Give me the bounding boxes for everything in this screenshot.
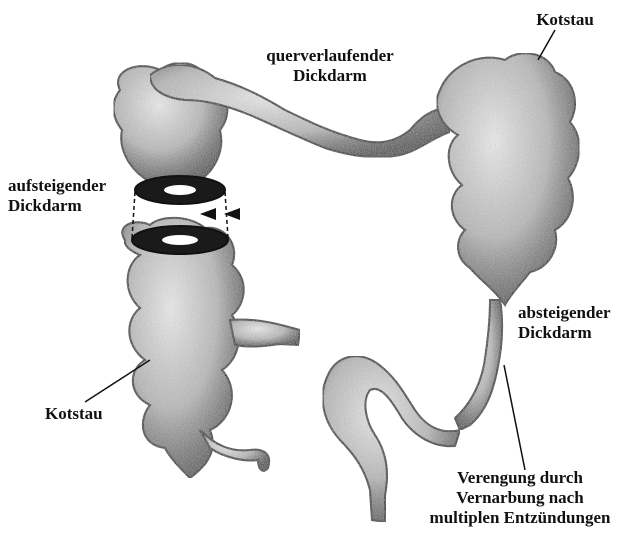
cross-section-lower xyxy=(132,226,228,254)
label-aufsteigender-line2: Dickdarm xyxy=(8,196,133,216)
label-verengung: Verengung durch Vernarbung nach multiple… xyxy=(420,468,620,528)
arrowhead-markers xyxy=(200,208,240,220)
label-absteigender-line1: absteigender xyxy=(518,303,623,323)
label-absteigender-dickdarm: absteigender Dickdarm xyxy=(518,303,623,343)
label-verengung-line1: Verengung durch xyxy=(420,468,620,488)
label-querverlaufender-line2: Dickdarm xyxy=(250,66,410,86)
label-verengung-line3: multiplen Entzündungen xyxy=(420,508,620,528)
descending-colon xyxy=(437,53,579,430)
label-verengung-line2: Vernarbung nach xyxy=(420,488,620,508)
label-aufsteigender-dickdarm: aufsteigender Dickdarm xyxy=(8,176,133,216)
label-querverlaufender-line1: querverlaufender xyxy=(250,46,410,66)
label-kotstau-left: Kotstau xyxy=(45,404,125,424)
label-kotstau-top: Kotstau xyxy=(520,10,610,30)
label-aufsteigender-line1: aufsteigender xyxy=(8,176,133,196)
cross-section-upper xyxy=(135,176,225,204)
label-absteigender-line2: Dickdarm xyxy=(518,323,623,343)
label-querverlaufender-dickdarm: querverlaufender Dickdarm xyxy=(250,46,410,86)
